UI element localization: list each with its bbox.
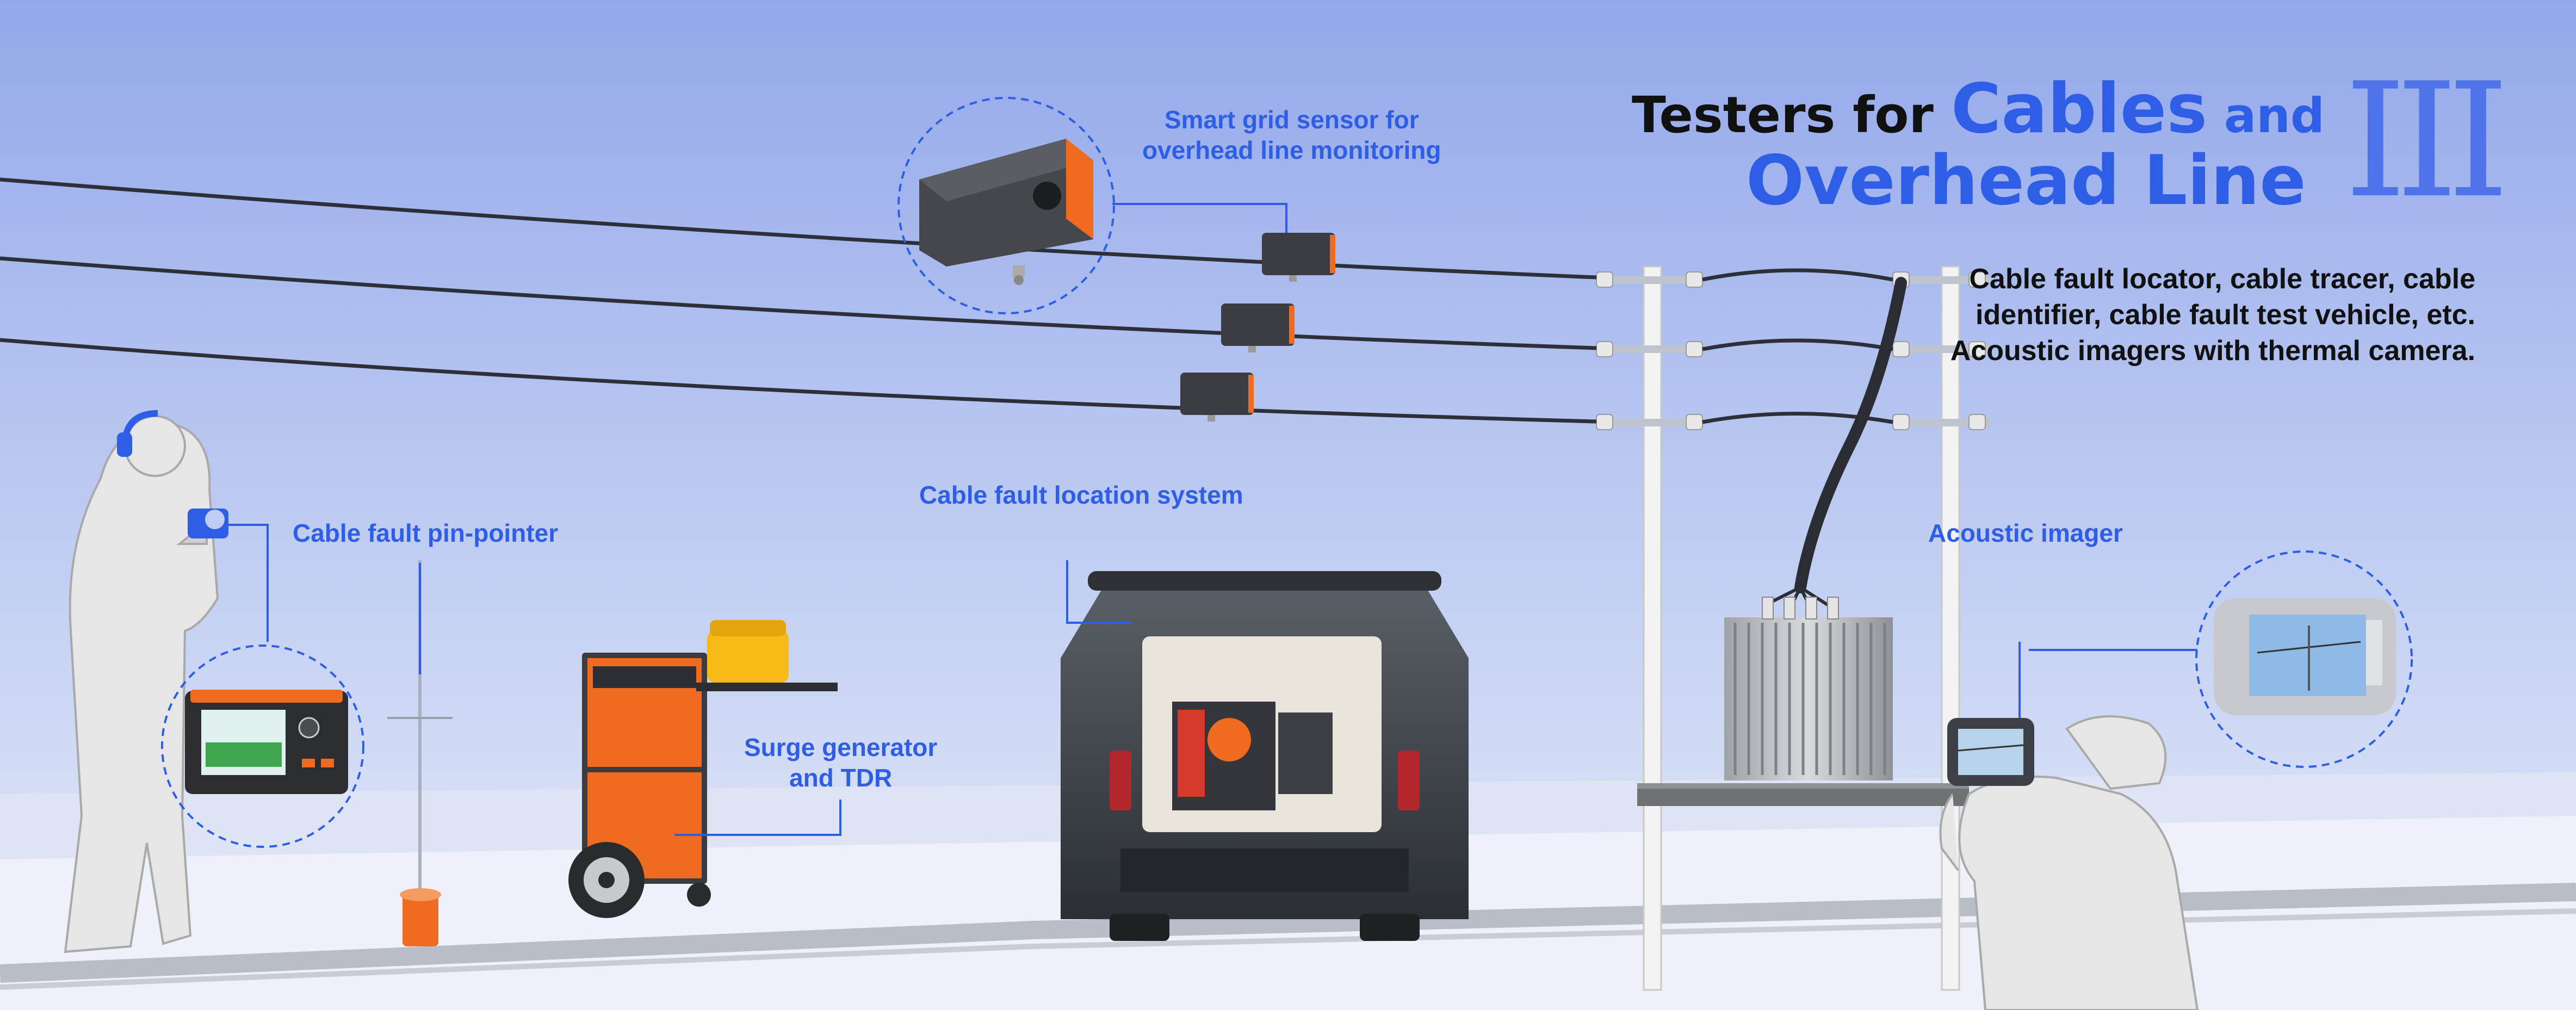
pinpointer-callout	[161, 524, 364, 848]
label-surge-generator-2: and TDR	[789, 764, 893, 792]
fault-location-van	[1061, 560, 1469, 941]
acoustic-callout	[2195, 550, 2413, 768]
transformer	[1637, 597, 1969, 806]
title-cables: Cables	[1950, 69, 2208, 148]
ground-probe	[387, 560, 453, 946]
label-surge-generator: Surge generator and TDR	[744, 732, 937, 793]
label-smart-grid-sensor-2: overhead line monitoring	[1142, 136, 1441, 164]
drop-cable	[1794, 277, 1907, 593]
overhead-lines	[0, 177, 1893, 424]
label-acoustic-imager: Acoustic imager	[1928, 519, 2123, 547]
label-smart-grid-sensor-1: Smart grid sensor for	[1164, 106, 1419, 134]
label-fault-location: Cable fault location system	[919, 481, 1243, 509]
description-line-1: Cable fault locator, cable tracer, cable	[1969, 263, 2475, 295]
description-line-2: identifier, cable fault test vehicle, et…	[1976, 299, 2475, 331]
line-sensors	[1180, 233, 1335, 422]
description: Cable fault locator, cable tracer, cable…	[1950, 261, 2475, 369]
acoustic-imager-device	[1947, 642, 2197, 786]
title-and: and	[2207, 88, 2325, 144]
sensor-callout	[897, 97, 1287, 314]
label-surge-generator-1: Surge generator	[744, 733, 938, 761]
page-title-line2: Overhead Line	[1746, 140, 2306, 220]
title-prefix: Testers for	[1632, 86, 1951, 144]
utility-poles	[1596, 265, 1991, 991]
label-smart-grid-sensor: Smart grid sensor for overhead line moni…	[1142, 104, 1441, 165]
page-title: Testers for Cables and	[1632, 75, 2325, 148]
title-numeral: III	[2344, 49, 2510, 233]
surge-generator-cart	[568, 620, 841, 918]
label-pin-pointer: Cable fault pin-pointer	[293, 519, 559, 547]
description-line-3: Acoustic imagers with thermal camera.	[1950, 335, 2475, 367]
